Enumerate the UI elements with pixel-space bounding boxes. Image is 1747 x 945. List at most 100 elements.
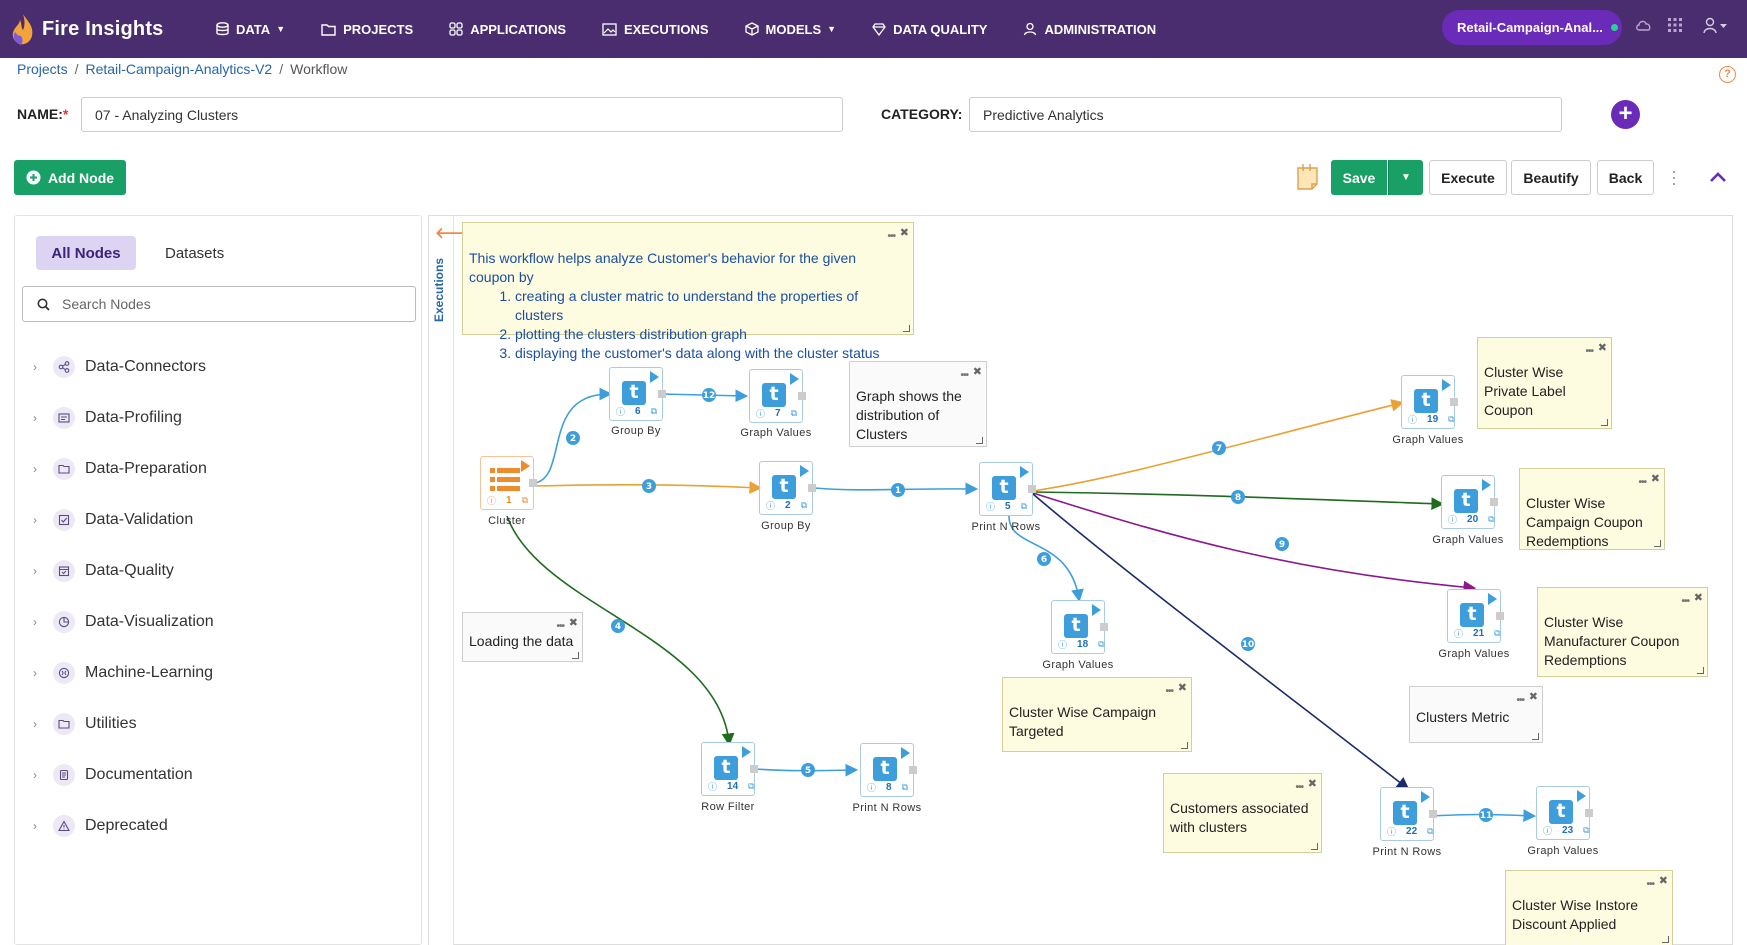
category-data-connectors[interactable]: ›Data-Connectors <box>33 352 206 382</box>
copy-icon[interactable]: ⧉ <box>1583 825 1590 835</box>
note-distribution[interactable]: •••✖ Graph shows the distribution of Clu… <box>849 361 987 447</box>
close-icon[interactable]: ✖ <box>1658 875 1668 887</box>
output-port[interactable] <box>1490 498 1498 506</box>
info-icon[interactable]: ⓘ <box>616 407 626 417</box>
note-private-label[interactable]: •••✖ Cluster Wise Private Label Coupon <box>1477 337 1612 429</box>
edge-10[interactable] <box>1032 493 1410 790</box>
resize-handle-icon[interactable] <box>1311 843 1318 850</box>
close-icon[interactable]: ✖ <box>1177 682 1187 694</box>
info-icon[interactable]: ⓘ <box>1543 826 1553 836</box>
edge-badge-8[interactable]: 8 <box>1231 490 1245 504</box>
output-port[interactable] <box>909 766 917 774</box>
output-port[interactable] <box>1450 398 1458 406</box>
current-project-selector[interactable]: Retail-Campaign-Anal... <box>1442 10 1622 45</box>
edge-badge-12[interactable]: 12 <box>702 388 716 402</box>
copy-icon[interactable]: ⧉ <box>1427 826 1434 836</box>
edge-badge-9[interactable]: 9 <box>1275 537 1289 551</box>
nav-data[interactable]: DATA▼ <box>216 22 285 37</box>
add-node-button[interactable]: Add Node <box>14 160 126 195</box>
category-data-quality[interactable]: ›Data-Quality <box>33 556 174 586</box>
category-data-validation[interactable]: ›Data-Validation <box>33 505 193 535</box>
resize-handle-icon[interactable] <box>1181 742 1188 749</box>
tab-all-nodes[interactable]: All Nodes <box>36 236 136 270</box>
edge-badge-5[interactable]: 5 <box>801 763 815 777</box>
output-port[interactable] <box>750 765 758 773</box>
info-icon[interactable]: ⓘ <box>708 782 718 792</box>
drag-handle-icon[interactable]: ••• <box>1646 879 1654 890</box>
edge-badge-2[interactable]: 2 <box>566 431 580 445</box>
output-port[interactable] <box>1585 809 1593 817</box>
copy-icon[interactable]: ⧉ <box>521 495 529 505</box>
drag-handle-icon[interactable]: ••• <box>556 621 564 632</box>
output-port[interactable] <box>808 484 816 492</box>
edge-badge-1[interactable]: 1 <box>891 483 905 497</box>
category-data-profiling[interactable]: ›Data-Profiling <box>33 403 182 433</box>
run-icon[interactable] <box>800 465 809 477</box>
info-icon[interactable]: ⓘ <box>756 409 766 419</box>
resize-handle-icon[interactable] <box>1601 419 1608 426</box>
edge-4[interactable] <box>506 515 735 747</box>
edge-badge-4[interactable]: 4 <box>611 619 625 633</box>
tab-datasets[interactable]: Datasets <box>165 244 225 262</box>
run-icon[interactable] <box>650 371 659 383</box>
edge-6[interactable] <box>1008 515 1084 603</box>
nav-executions[interactable]: EXECUTIONS <box>602 22 709 37</box>
drag-handle-icon[interactable]: ••• <box>1585 346 1593 357</box>
info-icon[interactable]: ⓘ <box>1408 415 1418 425</box>
edge-badge-7[interactable]: 7 <box>1212 441 1226 455</box>
close-icon[interactable]: ✖ <box>899 227 909 239</box>
app-logo[interactable]: Fire Insights <box>10 12 200 46</box>
resize-handle-icon[interactable] <box>1697 667 1704 674</box>
copy-icon[interactable]: ⧉ <box>901 782 909 792</box>
category-input[interactable]: Predictive Analytics <box>969 97 1562 132</box>
edge-badge-6[interactable]: 6 <box>1037 552 1051 566</box>
close-icon[interactable]: ✖ <box>972 366 982 378</box>
run-icon[interactable] <box>1442 379 1451 391</box>
close-icon[interactable]: ✖ <box>1597 342 1607 354</box>
drag-handle-icon[interactable]: ••• <box>1295 782 1303 793</box>
close-icon[interactable]: ✖ <box>1650 473 1660 485</box>
copy-icon[interactable]: ⧉ <box>650 406 658 416</box>
back-button[interactable]: Back <box>1597 160 1654 195</box>
breadcrumb-project[interactable]: Retail-Campaign-Analytics-V2 <box>85 61 273 77</box>
copy-icon[interactable]: ⧉ <box>1098 639 1105 649</box>
note-clusters-metric[interactable]: •••✖ Clusters Metric <box>1409 686 1543 743</box>
resize-handle-icon[interactable] <box>1662 936 1669 943</box>
more-options-icon[interactable]: ··· <box>1671 161 1677 193</box>
copy-icon[interactable]: ⧉ <box>790 408 798 418</box>
help-icon[interactable]: ? <box>1719 66 1736 83</box>
note-instore[interactable]: •••✖ Cluster Wise Instore Discount Appli… <box>1505 870 1673 945</box>
output-port[interactable] <box>1429 810 1437 818</box>
run-icon[interactable] <box>742 746 751 758</box>
run-icon[interactable] <box>790 373 799 385</box>
info-icon[interactable]: ⓘ <box>986 502 996 512</box>
drag-handle-icon[interactable]: ••• <box>887 231 895 242</box>
resize-handle-icon[interactable] <box>976 437 983 444</box>
nav-applications[interactable]: APPLICATIONS <box>449 22 566 37</box>
info-icon[interactable]: ⓘ <box>1387 827 1397 837</box>
edge-2[interactable] <box>534 387 613 484</box>
add-plus-icon[interactable]: + <box>1611 100 1640 129</box>
category-machine-learning[interactable]: ›Machine-Learning <box>33 658 213 688</box>
drag-handle-icon[interactable]: ••• <box>1638 477 1646 488</box>
edge-badge-11[interactable]: 11 <box>1479 808 1493 822</box>
copy-icon[interactable]: ⧉ <box>748 781 755 791</box>
run-icon[interactable] <box>1020 466 1029 478</box>
info-icon[interactable]: ⓘ <box>1058 640 1068 650</box>
resize-handle-icon[interactable] <box>1532 733 1539 740</box>
edge-7[interactable] <box>1032 399 1405 492</box>
workflow-description-note[interactable]: •••✖ This workflow helps analyze Custome… <box>462 222 914 361</box>
output-port[interactable] <box>658 390 666 398</box>
output-port[interactable] <box>798 392 806 400</box>
save-dropdown-button[interactable]: ▼ <box>1388 160 1423 195</box>
run-icon[interactable] <box>1421 791 1430 803</box>
info-icon[interactable]: ⓘ <box>1448 515 1458 525</box>
edge-badge-3[interactable]: 3 <box>642 479 656 493</box>
output-port[interactable] <box>1496 612 1504 620</box>
drag-handle-icon[interactable]: ••• <box>1165 686 1173 697</box>
output-port[interactable] <box>1028 485 1036 493</box>
